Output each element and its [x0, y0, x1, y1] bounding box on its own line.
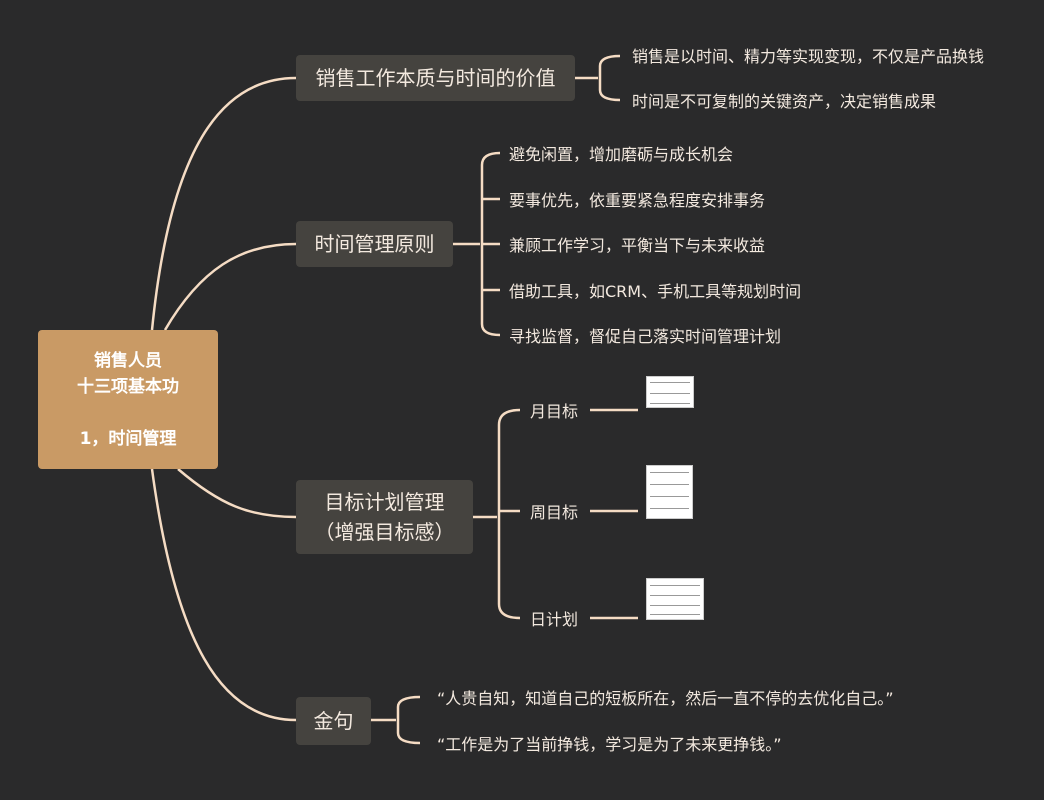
leaf[interactable]: 时间是不可复制的关键资产，决定销售成果	[632, 92, 937, 111]
branch-time-principles[interactable]: 时间管理原则	[296, 221, 453, 267]
leaf-monthly-goal[interactable]: 月目标	[530, 402, 579, 421]
branch-label-line2: （增强目标感）	[314, 520, 455, 544]
leaf-quote[interactable]: “工作是为了当前挣钱，学习是为了未来更挣钱。”	[437, 735, 782, 754]
branch-quotes[interactable]: 金句	[296, 697, 371, 745]
branch-label-line1: 目标计划管理	[324, 490, 445, 514]
leaf-weekly-goal[interactable]: 周目标	[530, 503, 579, 522]
root-node[interactable]: 销售人员 十三项基本功 1，时间管理	[38, 330, 218, 469]
leaf[interactable]: 销售是以时间、精力等实现变现，不仅是产品换钱	[632, 47, 985, 66]
leaf[interactable]: 避免闲置，增加磨砺与成长机会	[509, 145, 734, 164]
branch-label: 金句	[313, 709, 354, 733]
leaf[interactable]: 兼顾工作学习，平衡当下与未来收益	[509, 236, 766, 255]
root-title-line1: 销售人员	[94, 350, 162, 371]
monthly-goal-image[interactable]	[646, 376, 694, 408]
branch-goal-planning[interactable]: 目标计划管理 （增强目标感）	[296, 480, 473, 554]
leaf[interactable]: 寻找监督，督促自己落实时间管理计划	[509, 327, 782, 346]
leaf[interactable]: 借助工具，如CRM、手机工具等规划时间	[509, 282, 802, 301]
root-title-line3: 1，时间管理	[79, 428, 177, 449]
daily-plan-image[interactable]	[646, 578, 704, 620]
root-title-line2: 十三项基本功	[77, 376, 179, 397]
branch-label: 时间管理原则	[314, 232, 435, 256]
leaf-quote[interactable]: “人贵自知，知道自己的短板所在，然后一直不停的去优化自己。”	[437, 689, 894, 708]
branch-sales-essence[interactable]: 销售工作本质与时间的价值	[296, 55, 575, 101]
weekly-goal-image[interactable]	[646, 465, 693, 519]
leaf[interactable]: 要事优先，依重要紧急程度安排事务	[509, 191, 766, 210]
branch-label: 销售工作本质与时间的价值	[315, 66, 556, 90]
leaf-daily-plan[interactable]: 日计划	[530, 610, 579, 629]
